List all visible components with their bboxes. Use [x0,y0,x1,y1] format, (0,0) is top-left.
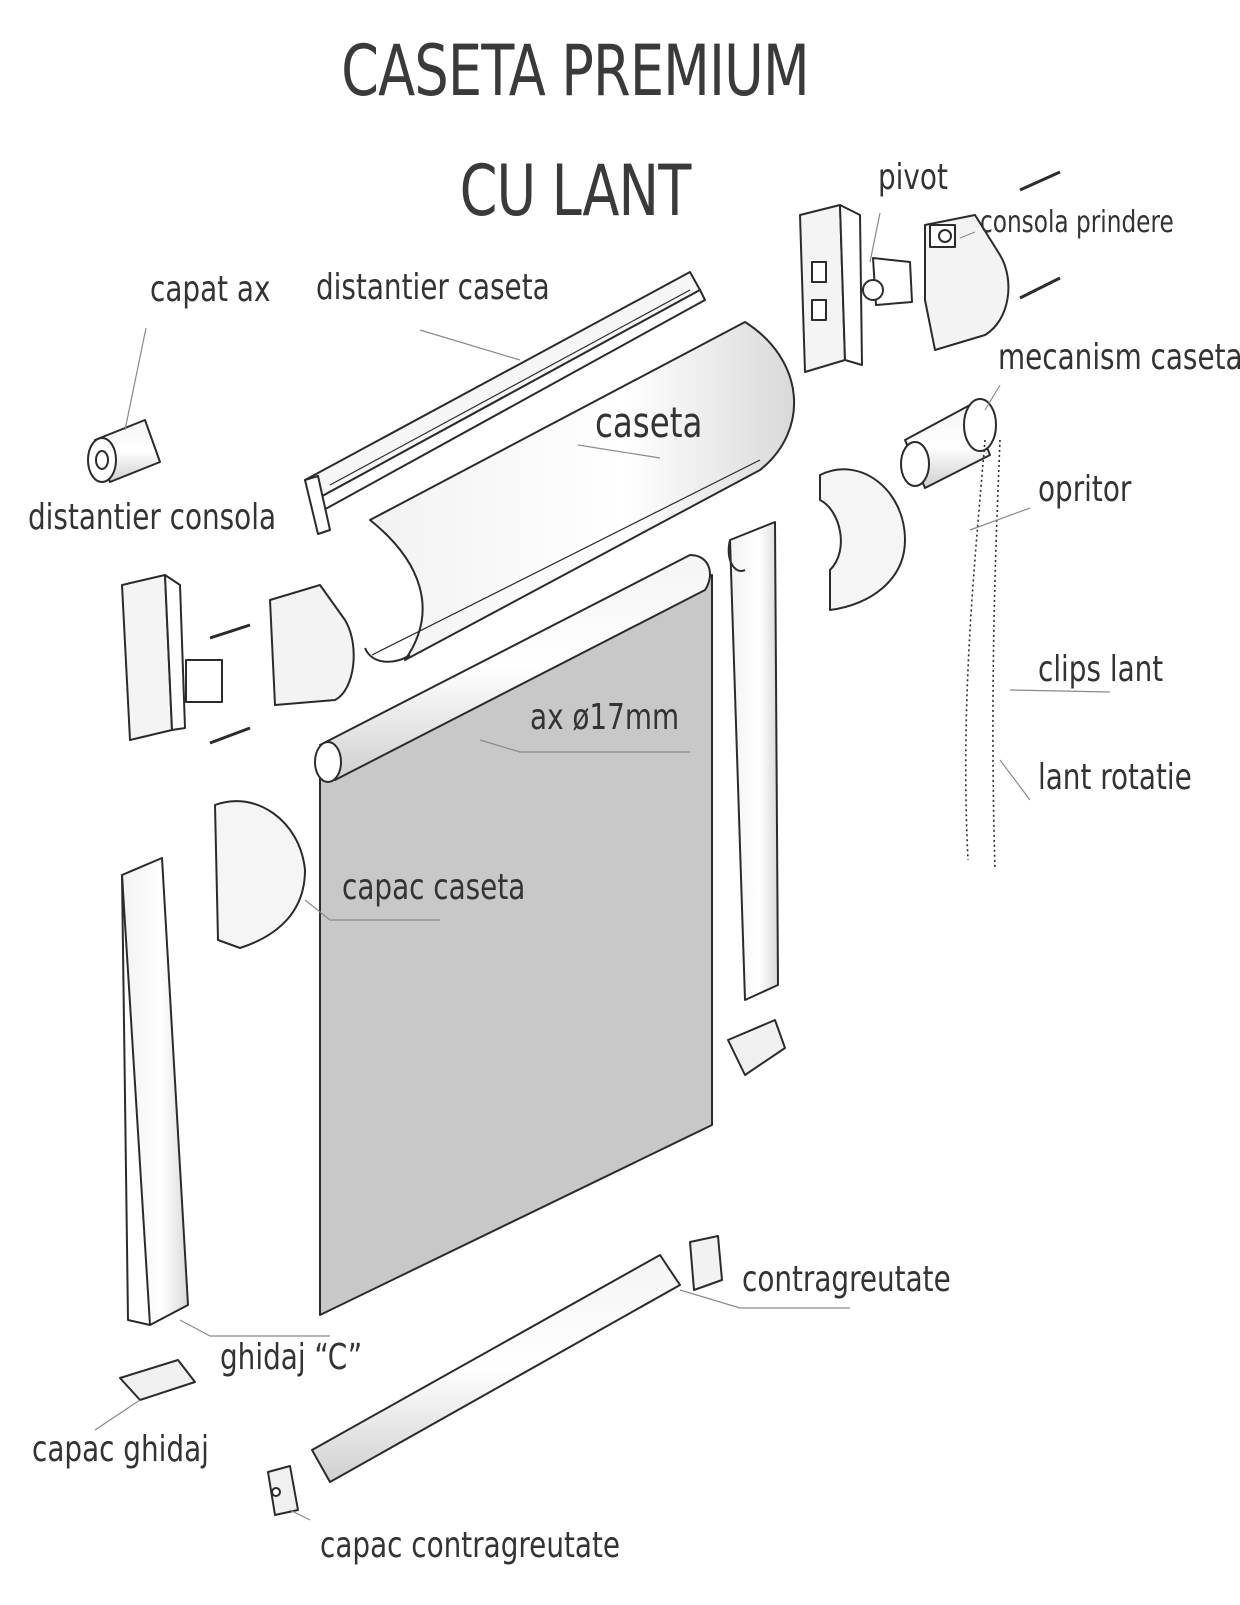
mecanism-caseta-part [900,398,997,489]
label-distantier-caseta: distantier caseta [316,267,550,308]
page-title-line2: CU LANT [459,150,692,232]
label-lant-rotatie: lant rotatie [1038,757,1192,798]
label-caseta: caseta [595,398,703,447]
contragreutate-part [267,1235,723,1516]
ghidaj-c-right-part [727,521,786,1076]
caseta-part [364,321,796,663]
ghidaj-c-left-part [119,857,196,1401]
capac-caseta-left-part [214,800,306,949]
label-ax: ax ø17mm [530,697,680,738]
pivot-part [799,204,913,373]
ax-part [314,554,711,783]
capat-ax-part [87,419,161,483]
label-capac-ghidaj: capac ghidaj [32,1429,209,1470]
distantier-caseta-part [304,271,706,535]
label-pivot: pivot [878,157,948,198]
label-distantier-consola: distantier consola [28,497,277,538]
leader-lines [94,212,1111,1521]
label-capac-contragreutate: capac contragreutate [320,1525,621,1566]
consola-prindere-part [924,170,1061,351]
capac-caseta-right-part [819,468,906,611]
label-contragreutate: contragreutate [742,1259,951,1300]
distantier-consola-part [121,574,355,745]
label-ghidaj-c: ghidaj “C” [220,1337,363,1378]
label-capat-ax: capat ax [150,269,271,310]
label-capac-caseta: capac caseta [342,867,526,908]
label-consola-prindere: consola prindere [980,205,1174,240]
label-clips-lant: clips lant [1038,649,1164,690]
lant-rotatie-part [964,439,1001,871]
label-mecanism-caseta: mecanism caseta [998,337,1240,378]
page-title-line1: CASETA PREMIUM [341,30,810,112]
label-opritor: opritor [1038,469,1132,510]
